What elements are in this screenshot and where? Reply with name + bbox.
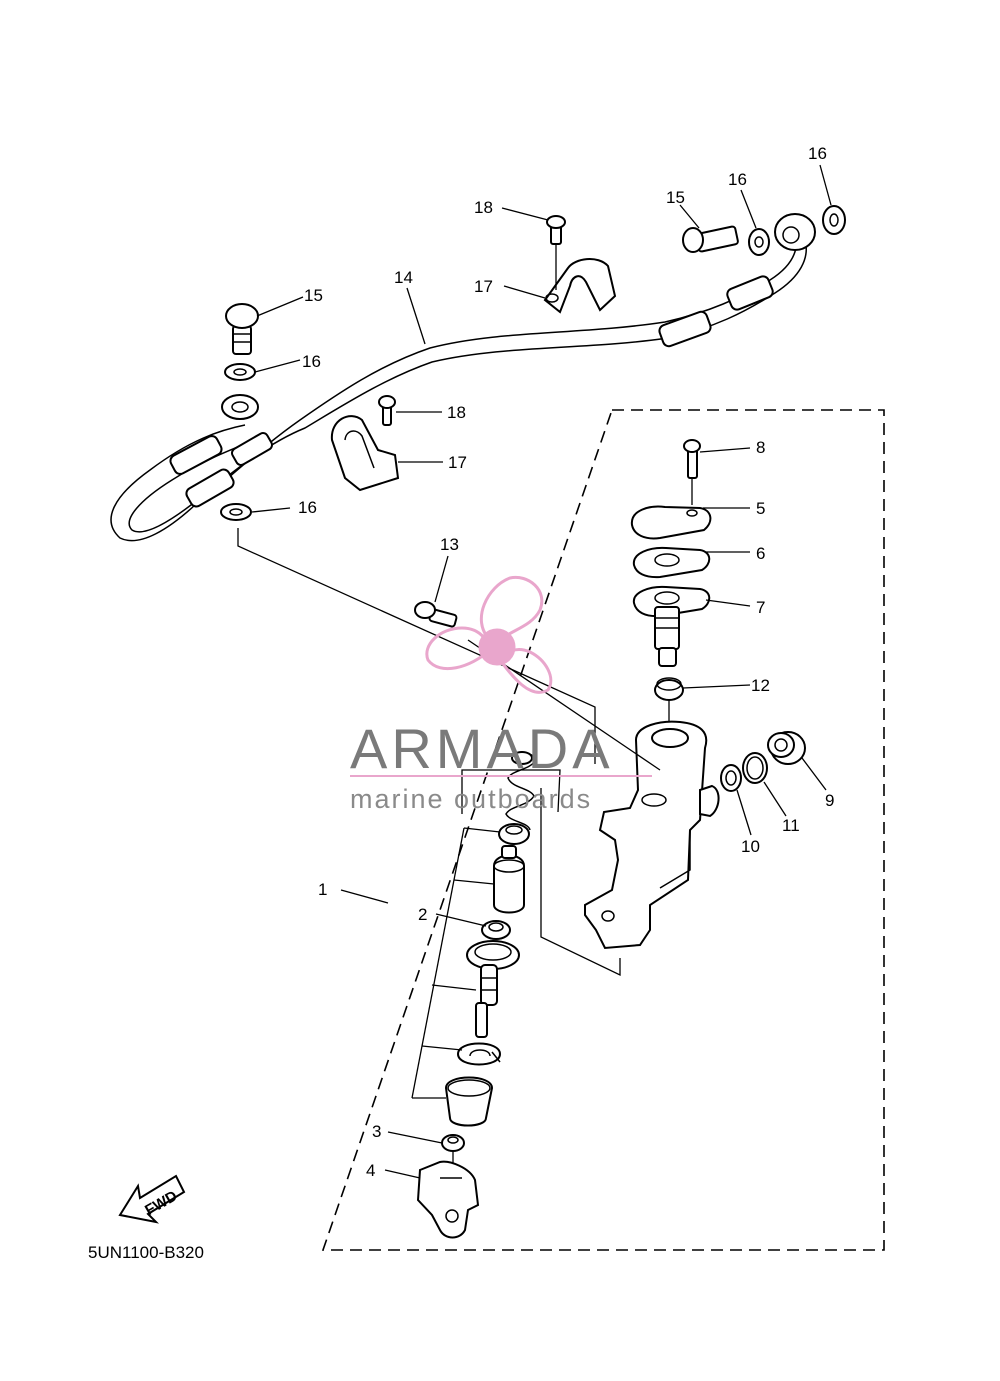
callout-11: 11: [782, 816, 800, 835]
armada-watermark: ARMADA marine outboards: [350, 575, 652, 814]
outlet-fitting: [767, 731, 806, 765]
piston-seal-1: [498, 823, 530, 845]
callout-leaders: [251, 164, 832, 1179]
gasket-right-1: [748, 228, 770, 256]
union-bolt-left: [225, 303, 259, 355]
callout-7: 7: [756, 598, 765, 617]
callout-5: 5: [756, 499, 765, 518]
union-bolt-right: [682, 225, 739, 253]
clevis: [416, 1160, 480, 1239]
callout-18-middle: 18: [447, 403, 466, 422]
piston: [493, 845, 525, 914]
callout-16-right-1: 16: [728, 170, 747, 189]
callout-14: 14: [394, 268, 413, 287]
gasket-right-2: [822, 205, 846, 235]
gasket-left-upper: [224, 363, 256, 381]
fwd-arrow-icon: FWD: [118, 1174, 186, 1224]
callout-16-left-lower: 16: [298, 498, 317, 517]
push-rod: [466, 940, 520, 1038]
bleed-bolt: [414, 601, 458, 628]
callout-15-right: 15: [666, 188, 685, 207]
diaphragm-plate: [632, 546, 711, 579]
callout-9: 9: [825, 791, 834, 810]
gasket-left-lower: [220, 503, 252, 521]
lock-nut: [441, 1134, 465, 1168]
callout-12: 12: [751, 676, 770, 695]
callout-1: 1: [318, 880, 327, 899]
brake-hose: [110, 213, 816, 542]
screw-top: [546, 215, 566, 290]
assembly-boundary: [321, 409, 885, 1251]
reservoir-cap: [630, 505, 712, 540]
callout-16-left-upper: 16: [302, 352, 321, 371]
callout-labels: 1 2 3 4 5 6 7 8 9 10 11 12 13 14 15 16 1…: [298, 144, 834, 1180]
callout-2: 2: [418, 905, 427, 924]
propeller-logo-icon: [425, 575, 553, 694]
callout-18-top: 18: [474, 198, 493, 217]
callout-13: 13: [440, 535, 459, 554]
outlet-oring: [742, 752, 768, 784]
callout-6: 6: [756, 544, 765, 563]
watermark-brand: ARMADA: [350, 717, 614, 780]
callout-4: 4: [366, 1161, 375, 1180]
dust-boot: [444, 1076, 494, 1127]
piston-seal-2: [481, 920, 511, 940]
hose-guide-middle: [330, 415, 400, 492]
reservoir-screw: [683, 439, 701, 505]
callout-10: 10: [741, 837, 760, 856]
callout-16-right-2: 16: [808, 144, 827, 163]
screw-middle: [378, 395, 396, 426]
hose-guide-top: [543, 258, 617, 314]
circlip: [456, 1042, 502, 1066]
diaphragm: [632, 585, 711, 667]
callout-17-middle: 17: [448, 453, 467, 472]
outlet-washer: [720, 764, 742, 792]
callout-17-top: 17: [474, 277, 493, 296]
drawing-code: 5UN1100-B320: [88, 1243, 204, 1262]
callout-3: 3: [372, 1122, 381, 1141]
callout-8: 8: [756, 438, 765, 457]
master-cylinder-body: [584, 720, 720, 950]
callout-15-left: 15: [304, 286, 323, 305]
watermark-tagline: marine outboards: [350, 784, 592, 814]
piston-spring: [505, 751, 537, 831]
